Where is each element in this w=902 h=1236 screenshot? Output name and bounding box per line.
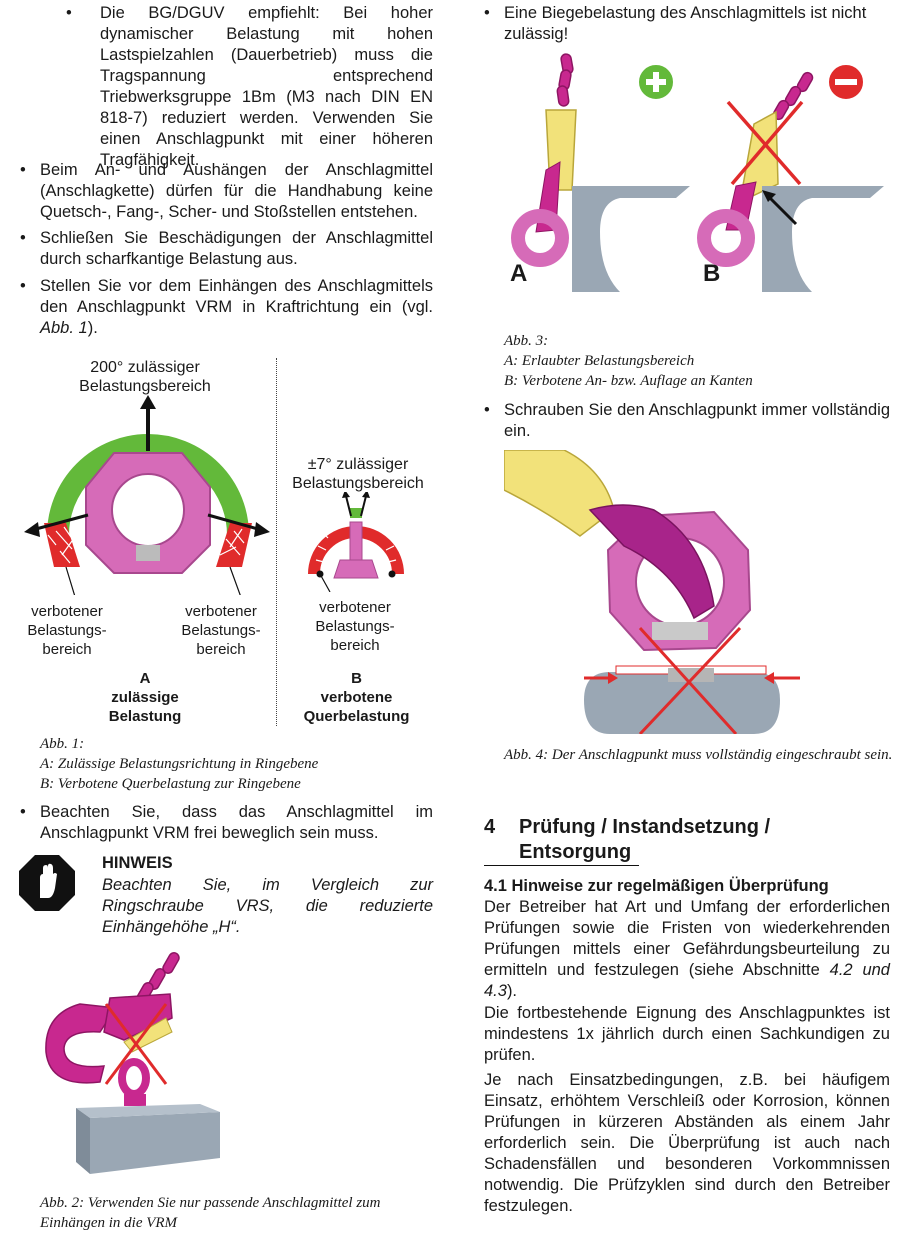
section-underline xyxy=(484,865,639,866)
paragraph-1: Der Betreiber hat Art und Umfang der erf… xyxy=(484,898,890,1000)
forbidden-sector-left xyxy=(44,523,80,567)
ring-b xyxy=(697,209,755,267)
bullet-marker: • xyxy=(484,4,490,22)
cross-out-line xyxy=(730,100,804,186)
bullet-marker: • xyxy=(484,401,490,419)
bullet-marker: • xyxy=(20,229,26,247)
fig1-a-left-label: verbotener Belastungs- bereich xyxy=(27,603,107,658)
fig3-illustration xyxy=(511,53,884,292)
vrm-ring xyxy=(118,1058,150,1098)
fig3-label-b: B xyxy=(703,260,721,287)
subsection-heading: 4.1 Hinweise zur regelmäßigen Überprüfun… xyxy=(484,877,829,895)
bullet-marker: • xyxy=(20,803,26,821)
cross-out-line xyxy=(726,100,802,186)
paragraph-3: Je nach Einsatzbedingungen, z.B. bei häu… xyxy=(484,1071,890,1215)
figure-divider xyxy=(276,358,277,726)
base-block xyxy=(584,672,780,734)
fig4-illustration xyxy=(504,450,800,734)
fig4-caption: Abb. 4: Der Anschlagpunkt muss vollständ… xyxy=(504,747,893,763)
bullet-marker: • xyxy=(20,161,26,179)
section-number: 4 xyxy=(484,816,496,838)
arrow-left xyxy=(35,513,89,531)
ring-eye xyxy=(111,473,185,547)
sling-b xyxy=(739,110,779,204)
bullet-marker: • xyxy=(20,277,26,295)
fig1-caption: Abb. 1: A: Zulässige Belastungsrichtung … xyxy=(40,736,319,792)
block-a xyxy=(572,186,690,292)
hand-warning-icon xyxy=(19,855,75,911)
bullet-direction-text: Stellen Sie vor dem Einhängen des Anschl… xyxy=(40,277,433,337)
fig1-b-label: verbotener Belastungs- bereich xyxy=(315,599,395,654)
hinweis-text: Beachten Sie, im Vergleich zur Ringschra… xyxy=(102,876,433,936)
fig1-a-illustration xyxy=(24,395,270,595)
fig1-a-right-label: verbotener Belastungs- bereich xyxy=(181,603,261,658)
fig1-a-top-label: 200° zulässiger Belastungsbereich xyxy=(79,359,211,395)
cross-out-line xyxy=(638,626,742,734)
arrow-to-edge xyxy=(768,196,798,226)
forbidden-sector-right xyxy=(216,523,252,567)
bullet-movable-text: Beachten Sie, dass das Anschlagmittel im… xyxy=(40,803,433,842)
fig1-b-top-label: ±7° zulässiger Belastungsbereich xyxy=(292,456,424,492)
ring-side-view xyxy=(349,521,363,561)
fig3-caption: Abb. 3: A: Erlaubter Belastungsbereich B… xyxy=(504,333,753,389)
bullet-handling-text: Beim An- und Aushängen der Anschlagmitte… xyxy=(40,161,433,221)
block-b xyxy=(762,186,884,292)
fig1-a-caption: A zulässige Belastung xyxy=(108,670,182,725)
paragraph-2: Die fortbestehende Eignung des Anschlagp… xyxy=(484,1004,890,1064)
hinweis-title: HINWEIS xyxy=(102,854,173,872)
fig1-b-illustration xyxy=(308,492,404,592)
fig1-b-caption: B verbotene Querbelastung xyxy=(303,670,410,725)
hook xyxy=(588,504,715,620)
arrow-right xyxy=(207,513,259,531)
section-title: Prüfung / Instandsetzung / Entsorgung xyxy=(519,816,771,863)
bullet-marker: • xyxy=(66,4,72,22)
bullet-damage-text: Schließen Sie Beschädigungen der Anschla… xyxy=(40,229,433,268)
sling xyxy=(504,450,615,537)
cross-out-line xyxy=(104,1003,168,1085)
permitted-sector xyxy=(350,508,362,518)
fig3-label-a: A xyxy=(510,260,528,287)
bullet-screw-text: Schrauben Sie den Anschlagpunkt immer vo… xyxy=(504,401,890,440)
bullet-bending-text: Eine Biegebelastung des Anschlagmittels … xyxy=(504,4,867,43)
fig2-caption: Abb. 2: Verwenden Sie nur passende Ansch… xyxy=(40,1195,381,1231)
bullet-sub-text: Die BG/DGUV empfiehlt: Bei hoher dynamis… xyxy=(100,4,433,169)
fig2-illustration xyxy=(45,952,220,1174)
ring-a xyxy=(511,209,569,267)
hook xyxy=(45,1003,118,1084)
